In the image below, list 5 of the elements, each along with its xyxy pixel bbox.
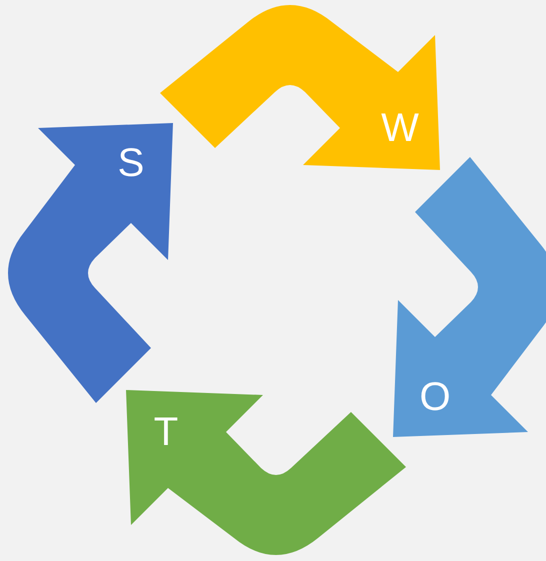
curved-arrow: [393, 157, 546, 437]
arrow-label: T: [154, 412, 178, 452]
arrow-label: O: [419, 377, 451, 417]
arrow-label: S: [118, 143, 144, 183]
arrow-label: W: [381, 108, 419, 148]
